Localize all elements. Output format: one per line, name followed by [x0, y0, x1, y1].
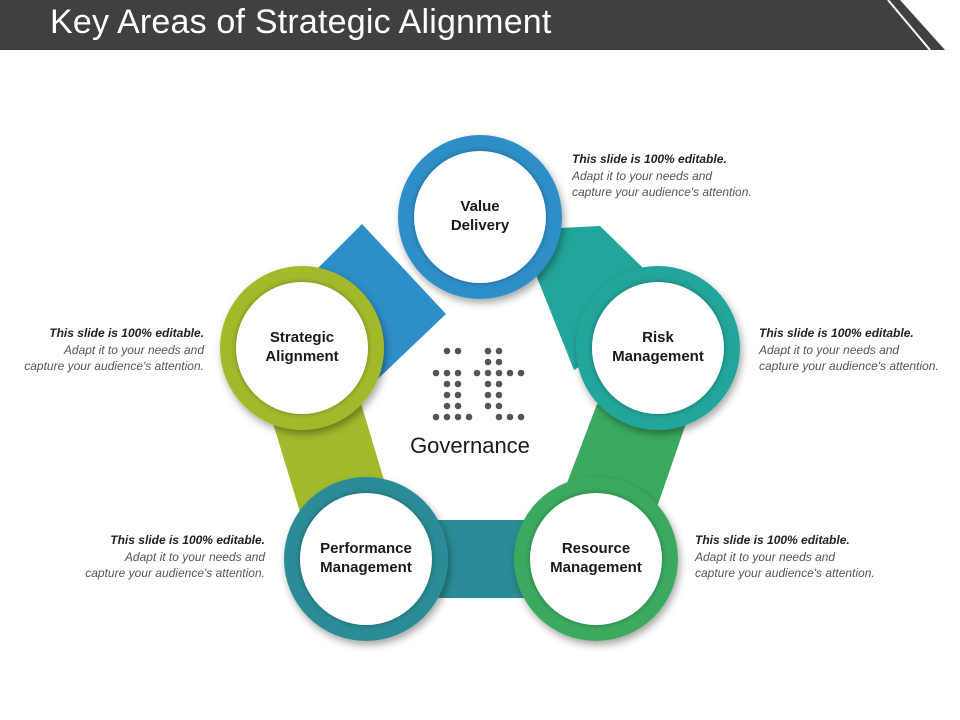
node-resource-management [514, 477, 678, 641]
node-value-delivery [398, 135, 562, 299]
note-performance-management: This slide is 100% editable. Adapt it to… [85, 532, 265, 582]
label-value-delivery: Value Delivery [415, 197, 545, 235]
note-strategic-alignment: This slide is 100% editable. Adapt it to… [24, 325, 204, 375]
label-risk-management: Risk Management [593, 328, 723, 366]
note-heading: This slide is 100% editable. [110, 533, 265, 547]
center-label-governance: Governance [410, 433, 530, 458]
corner-decoration [887, 0, 960, 50]
note-heading: This slide is 100% editable. [49, 326, 204, 340]
label-line: Management [320, 559, 412, 576]
title-bar: Key Areas of Strategic Alignment [0, 0, 960, 50]
note-risk-management: This slide is 100% editable. Adapt it to… [759, 325, 939, 375]
label-line: Management [550, 559, 642, 576]
node-risk-management [576, 266, 740, 430]
note-body: Adapt it to your needs and capture your … [24, 342, 204, 374]
note-value-delivery: This slide is 100% editable. Adapt it to… [572, 151, 752, 201]
label-line: Value [460, 198, 500, 215]
note-resource-management: This slide is 100% editable. Adapt it to… [695, 532, 875, 582]
label-performance-management: Performance Management [301, 539, 431, 577]
note-body: Adapt it to your needs and capture your … [572, 168, 752, 200]
connector-resource-performance [422, 520, 524, 598]
label-resource-management: Resource Management [531, 539, 661, 577]
note-heading: This slide is 100% editable. [759, 326, 914, 340]
note-heading: This slide is 100% editable. [695, 533, 850, 547]
note-heading: This slide is 100% editable. [572, 152, 727, 166]
note-body: Adapt it to your needs and capture your … [695, 549, 875, 581]
label-line: Management [612, 348, 704, 365]
label-line: Delivery [450, 217, 510, 234]
node-performance-management [284, 477, 448, 641]
node-strategic-alignment [220, 266, 384, 430]
label-strategic-alignment: Strategic Alignment [237, 328, 367, 366]
slide-title: Key Areas of Strategic Alignment [50, 3, 552, 41]
label-line: Performance [320, 540, 412, 557]
label-line: Risk [642, 329, 674, 346]
label-line: Resource [561, 540, 631, 557]
note-body: Adapt it to your needs and capture your … [759, 342, 939, 374]
label-line: Strategic [269, 329, 335, 346]
label-line: Alignment [265, 348, 339, 365]
note-body: Adapt it to your needs and capture your … [85, 549, 265, 581]
it-icon [432, 347, 525, 421]
